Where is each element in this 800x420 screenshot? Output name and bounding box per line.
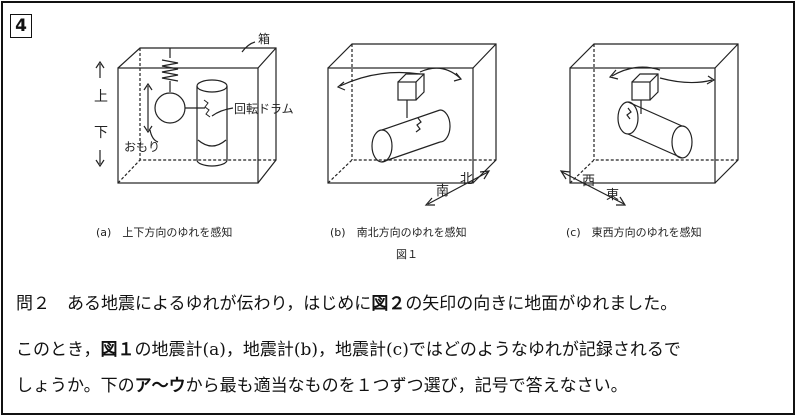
spring-a [161,48,179,92]
box-b-outline [327,43,497,184]
seismometer-figure [95,41,739,206]
label-weight: おもり [124,140,161,154]
label-south-b: 南 [436,184,450,199]
label-drum: 回転ドラム [234,102,294,116]
label-box: 箱 [258,32,271,46]
q2-text-a: このとき， [16,340,101,360]
weight-c [631,73,659,101]
caption-b: (b) 南北方向のゆれを感知 [330,226,467,239]
figure-title: 図１ [396,248,418,261]
drum-b [371,109,451,163]
caption-a: (a) 上下方向のゆれを感知 [96,226,233,239]
q2-text-c: の地震計(a)，地震計(b)，地震計(c)ではどのようなゆれが記録されるで [134,340,681,360]
label-north-b: 北 [460,172,474,187]
drum-a [196,79,228,167]
label-east-c: 東 [606,188,620,203]
q1-text-c: の矢印の向きに地面がゆれました。 [405,294,678,314]
q1-text-a: 問２ ある地震によるゆれが伝わり，はじめに [16,294,372,314]
label-up: 上 [94,89,108,105]
label-down: 下 [94,125,108,141]
q2-figure-ref: 図１ [100,340,135,360]
box-c-outline [569,43,739,184]
q1-figure-ref: 図２ [371,294,406,314]
drum-c [617,101,693,159]
box-a-outline [117,47,277,184]
q3-choice-ref: ア～ウ [134,376,186,396]
question-line-1: 問２ ある地震によるゆれが伝わり，はじめに図２の矢印の向きに地面がゆれました。 [16,294,677,314]
caption-c: (c) 東西方向のゆれを感知 [566,226,702,239]
question-line-3: しょうか。下のア～ウから最も適当なものを１つずつ選び，記号で答えなさい。 [16,376,628,396]
question-number-box: 4 [10,14,32,38]
weight-a [154,92,186,124]
q3-text-a: しょうか。下の [16,376,135,396]
weight-b [397,73,425,101]
question-line-2: このとき，図１の地震計(a)，地震計(b)，地震計(c)ではどのようなゆれが記録… [16,340,681,360]
q3-text-c: から最も適当なものを１つずつ選び，記号で答えなさい。 [185,376,628,396]
label-west-c: 西 [582,174,596,189]
problem-frame [1,1,795,415]
